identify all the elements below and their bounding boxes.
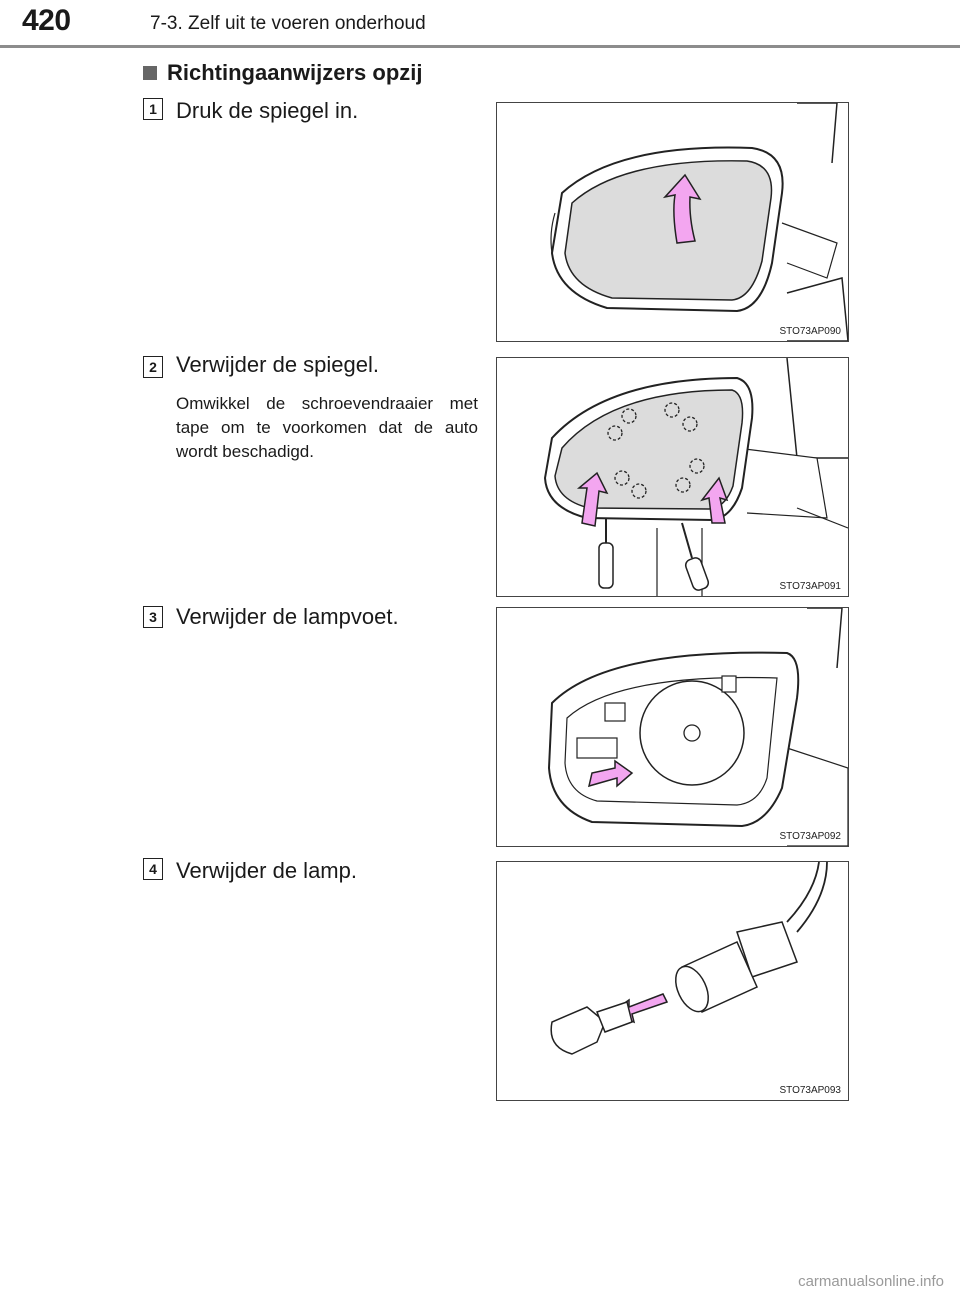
figure-3: STO73AP092 [496,607,849,847]
lamp-socket-removal-illustration [547,608,848,846]
step-note-2: Omwikkel de schroevendraaier met tape om… [176,394,478,461]
figure-code-2: STO73AP091 [779,581,841,592]
step-text-4: Verwijder de lamp. [176,858,357,883]
step-badge-2: 2 [143,356,163,378]
figure-1: STO73AP090 [496,102,849,342]
header-rule [0,45,960,48]
bulb-removal-illustration [550,862,828,1055]
step-badge-3: 3 [143,606,163,628]
step-badge-1: 1 [143,98,163,120]
section-heading: Richtingaanwijzers opzij [143,60,422,86]
step-badge-4: 4 [143,858,163,880]
mirror-press-illustration [550,103,848,341]
mirror-remove-illustration [543,358,848,596]
heading-square-icon [143,66,157,80]
step-text-1: Druk de spiegel in. [176,98,359,123]
chapter-title: 7-3. Zelf uit te voeren onderhoud [150,13,426,34]
watermark: carmanualsonline.info [798,1273,944,1290]
figure-code-3: STO73AP092 [779,831,841,842]
figure-4: STO73AP093 [496,861,849,1101]
section-heading-text: Richtingaanwijzers opzij [167,60,423,85]
figure-code-1: STO73AP090 [779,326,841,337]
step-text-2: Verwijder de spiegel. [176,352,380,377]
page-number: 420 [22,4,71,37]
figure-2: STO73AP091 [496,357,849,597]
step-text-3: Verwijder de lampvoet. [176,604,399,629]
figure-code-4: STO73AP093 [779,1085,841,1096]
